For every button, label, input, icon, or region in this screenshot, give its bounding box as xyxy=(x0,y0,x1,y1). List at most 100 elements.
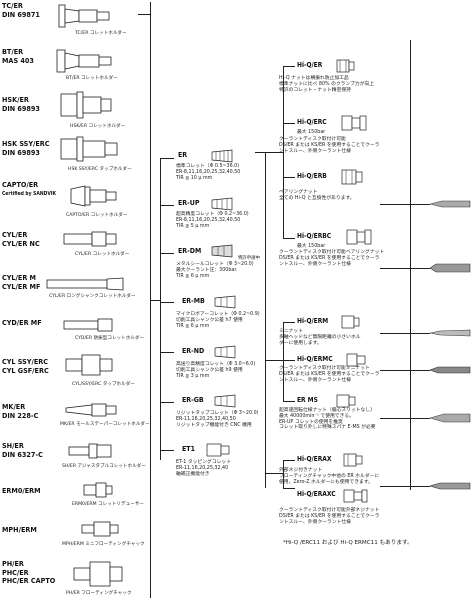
holder-name-line: CYL SSY/ERC xyxy=(2,357,48,366)
holder-cyd-drawing xyxy=(63,318,113,332)
endmill-tool-icon xyxy=(430,263,471,273)
nut-desc-line: クーラントディスク取付け可能ミニナット xyxy=(279,366,370,371)
holder-caption: MPH/ERM ミニフローティングチャック xyxy=(62,542,145,547)
holder-name: MK/ER DIN 228-C xyxy=(2,402,39,420)
nut-desc-line: ントスルー、外側クーラント仕様 xyxy=(279,519,351,525)
connector-line xyxy=(380,268,430,269)
holder-name: ERM0/ERM xyxy=(2,486,41,496)
nut-desc-line: DS/ER または KS/ER を使用することでクーラ xyxy=(279,142,380,148)
connector-line xyxy=(283,322,295,323)
collet-desc-line: 軸補正機能付き xyxy=(176,471,210,477)
nut-desc-line: クーラントディスク取付け可能 xyxy=(279,137,346,142)
holder-sh-drawing xyxy=(68,443,112,459)
connector-line xyxy=(283,360,295,361)
collet-desc-line: TIR ≦ 6 μ mm xyxy=(176,323,210,329)
connector-line xyxy=(160,158,161,460)
nut-name: Hi-Q/ERBC xyxy=(297,232,332,240)
connector-line xyxy=(160,352,174,353)
nut-desc-line: DS/ER または KS/ER を使用することでクーラ xyxy=(279,255,380,261)
nut-desc-line: DS/ER または KS/ER を使用することでクーラ xyxy=(279,371,380,377)
collet-desc: マイクロボアーコレット（Φ 0.2~0.9) 切削工具シャンク公差 h7 使用 … xyxy=(176,312,260,329)
collet-desc-line: 切削工具シャンク公差 h9 使用 xyxy=(176,367,243,373)
holder-name-line: MAS 403 xyxy=(2,55,34,65)
holder-name-line: CYL GSF/ERC xyxy=(2,365,49,375)
nut-desc-line: DS/ER または KS/ER を使用することでクーラ xyxy=(279,513,380,519)
collet-desc: ET-1 タッピングコレット ER-11,16,20,25,32,40 軸補正機… xyxy=(176,460,231,477)
holder-erm-drawing xyxy=(83,482,113,498)
nut-desc-line: ントスルー、外側クーラント仕様 xyxy=(279,377,351,383)
nut-desc-line: 最大 40000min⁻¹ で使用できる。 xyxy=(279,413,354,419)
connector-line xyxy=(265,152,283,153)
nut-desc-line: ダーに使用します。 xyxy=(279,340,322,346)
connector-line xyxy=(150,300,160,301)
nut-name: Hi-Q/ERB xyxy=(297,172,327,180)
nut-desc: クーラントディスク取付け可能ベアリングナット DS/ER または KS/ER を… xyxy=(279,250,384,267)
connector-line xyxy=(410,40,411,490)
nut-desc-line: ベアリングナット xyxy=(279,190,318,195)
holder-mk-drawing xyxy=(65,403,117,417)
nut-desc: クーラントディスク取付け可能 DS/ER または KS/ER を使用することでク… xyxy=(279,137,379,154)
nut-desc-line: 多軸ヘッドなど無限距離の小さいホル xyxy=(279,334,361,340)
collet-name: ER-GB xyxy=(182,396,204,404)
connector-line xyxy=(265,360,283,361)
nut-hiq-erm-icon xyxy=(341,315,360,329)
connector-line xyxy=(380,486,430,487)
connector-line xyxy=(283,66,284,238)
connector-line xyxy=(380,333,430,334)
nut-sub: 最大 150bar xyxy=(297,244,326,249)
nut-name: Hi-Q/ERC xyxy=(297,118,327,126)
holder-cyl-er-m-drawing xyxy=(46,277,124,291)
nut-desc-line: 標準ナットに比べ 80% のクランプ力が向上 xyxy=(279,81,375,87)
connector-line xyxy=(160,302,174,303)
collet-desc-line: ER-11,16,20,25,32,40,50 xyxy=(176,416,236,422)
nut-hiq-erbc-icon xyxy=(346,229,372,245)
connector-line xyxy=(283,460,284,488)
nut-desc-line: クーラントディスク取付け可能外部ネジナット xyxy=(279,508,380,513)
collet-desc: リジットタップコレット（Φ 3~20.0) ER-11,16,20,25,32,… xyxy=(176,411,259,428)
boring-tool-icon xyxy=(430,482,471,490)
nut-name: Hi-Q/ERMC xyxy=(297,355,333,363)
holder-name-line: PHC/ER xyxy=(2,567,29,577)
holder-name-line: CYL/ER xyxy=(2,230,28,239)
nut-desc-line: クーラントディスク取付け可能ベアリングナット xyxy=(279,250,385,255)
collet-desc-line: ER-11,16,20,25,32,40 xyxy=(176,465,229,471)
connector-line xyxy=(283,177,295,178)
holder-hsk-ssy-drawing xyxy=(60,136,118,162)
holder-caption: HSK SSY/ERC タップホルダー xyxy=(68,167,132,172)
holder-name-line: DIN 69893 xyxy=(2,147,40,157)
collet-desc: 標準コレット（Φ 0.5~36.0) ER-8,11,16,20,25,32,4… xyxy=(176,164,240,181)
connector-line xyxy=(380,370,430,371)
nut-desc-line: 外部ネジ付きナット xyxy=(279,468,323,473)
holder-caption: TC/ER コレットホルダー xyxy=(75,31,127,36)
collet-desc-line: 切削工具シャンク公差 h7 使用 xyxy=(176,317,243,323)
holder-caption: MK/ER モールステーパーコレットホルダー xyxy=(60,422,150,427)
holder-name-line: CYL/ER MF xyxy=(2,281,41,291)
collet-desc-line: 標準コレット（Φ 0.5~36.0) xyxy=(176,164,240,169)
nut-hiq-erax-icon xyxy=(343,453,363,467)
nut-desc: Hi-Q ナットは横振れ防止加工品 標準ナットに比べ 80% のクランプ力が向上… xyxy=(279,76,374,93)
nut-desc: クーラントディスク取付け可能ミニナット DS/ER または KS/ER を使用す… xyxy=(279,366,379,383)
connector-line xyxy=(160,402,174,403)
nut-hiq-ermc-icon xyxy=(346,353,366,367)
nut-desc: 外部ネジ付きナット フローティングチャック中他の ER ホルダーに 使用。Zer… xyxy=(279,468,379,485)
holder-name-line: CYD/ER MF xyxy=(2,318,42,327)
holder-caption: PH/ER フローティングチャック xyxy=(66,591,132,596)
nut-desc-line: Hi-Q ナットは横振れ防止加工品 xyxy=(279,76,349,81)
holder-hsk-er-drawing xyxy=(60,91,112,119)
holder-name-line: DIN 228-C xyxy=(2,410,39,420)
collet-desc-line: メタルシールコレット（Φ 3~20.0) xyxy=(176,262,254,267)
connector-line xyxy=(283,488,295,489)
collet-name: ET1 xyxy=(182,445,195,453)
collet-desc-line: ET-1 タッピングコレット xyxy=(176,460,232,465)
drill-tool-icon xyxy=(430,200,471,208)
nut-desc-line: 特許のコレット・ナット精密保持 xyxy=(279,87,351,93)
holder-name-line: PH/ER xyxy=(2,559,24,568)
footnote: *Hi-Q /ERC11 および Hi-Q ERMC11 もあります。 xyxy=(283,540,413,546)
holder-cyl-ssy-drawing xyxy=(65,354,113,376)
mill-tool-icon xyxy=(430,413,471,423)
nut-desc-line: ントスルー、外側クーラント仕様 xyxy=(279,148,351,154)
collet-desc-line: マイクロボアーコレット（Φ 0.2~0.9) xyxy=(176,312,260,317)
nut-hiq-eraxc-icon xyxy=(343,489,368,503)
collet-er-mb-icon xyxy=(214,295,236,309)
collet-er-nd-icon xyxy=(214,345,236,359)
